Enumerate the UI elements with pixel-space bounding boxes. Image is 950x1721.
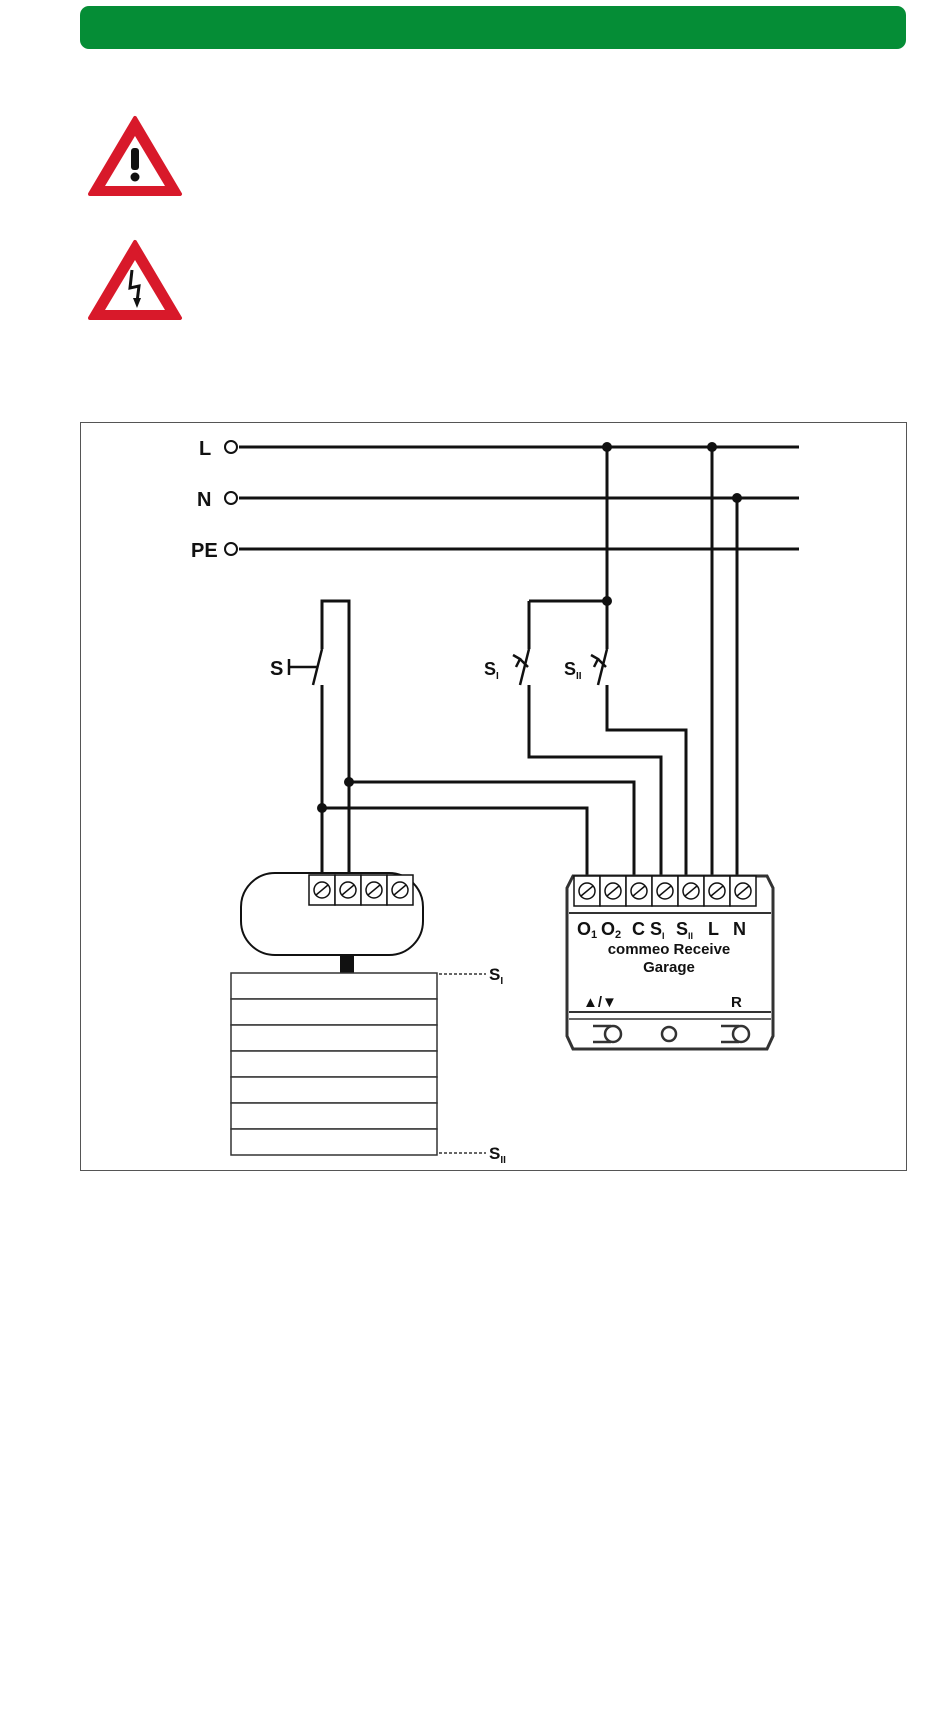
receiver-name-line2: Garage xyxy=(643,959,695,976)
exclamation-mark-stem xyxy=(131,148,139,170)
door-panel-2 xyxy=(231,999,437,1025)
label-limit-bottom: SII xyxy=(489,1144,506,1166)
label-mains-l: L xyxy=(199,438,211,460)
door-panel-4 xyxy=(231,1051,437,1077)
junction-switch-bus xyxy=(602,596,612,606)
junction-n xyxy=(732,493,742,503)
motor-shaft xyxy=(340,955,354,973)
terminal-circle-pe xyxy=(225,543,237,555)
label-mains-pe: PE xyxy=(191,540,218,562)
wire-switch-s-top xyxy=(322,601,349,785)
junction-motor-o1 xyxy=(317,803,327,813)
door-panel-3 xyxy=(231,1025,437,1051)
switch-contacts xyxy=(289,649,607,685)
door-panel-5 xyxy=(231,1077,437,1103)
warning-triangle-icon xyxy=(85,112,185,202)
label-mains-n: N xyxy=(197,489,211,511)
receiver-terminal-block xyxy=(574,876,756,906)
wire-motor-to-c xyxy=(349,782,634,876)
door-panel-7 xyxy=(231,1129,437,1155)
terminal-circle-n xyxy=(225,492,237,504)
label-switch-s1: SI xyxy=(484,659,499,682)
mains-terminals xyxy=(225,441,237,555)
garage-door xyxy=(231,973,437,1155)
label-limit-top: SI xyxy=(489,965,503,987)
header-bar xyxy=(80,6,906,49)
receiver-name-line1: commeo Receive xyxy=(608,941,731,958)
receiver-device: O1 O2 C SI SII L N commeo Receive Garage… xyxy=(567,876,773,1049)
receiver-label-n: N xyxy=(733,919,746,939)
exclamation-mark-dot xyxy=(131,173,140,182)
wiring-diagram: L N PE S SI SII xyxy=(80,422,907,1171)
junction-motor-c xyxy=(344,777,354,787)
wire-motor-to-o1 xyxy=(322,808,587,876)
receiver-label-l: L xyxy=(708,919,719,939)
junction-l-2 xyxy=(707,442,717,452)
label-switch-s2: SII xyxy=(564,659,582,682)
door-panel-6 xyxy=(231,1103,437,1129)
receiver-reset-label: R xyxy=(731,994,742,1011)
electric-hazard-triangle-icon xyxy=(85,236,185,326)
label-switch-s: S xyxy=(270,658,283,680)
motor-terminal-block xyxy=(309,875,413,905)
terminal-circle-l xyxy=(225,441,237,453)
receiver-updown-label: ▲/▼ xyxy=(583,994,617,1011)
receiver-label-c: C xyxy=(632,919,645,939)
junction-l-1 xyxy=(602,442,612,452)
door-panel-1 xyxy=(231,973,437,999)
